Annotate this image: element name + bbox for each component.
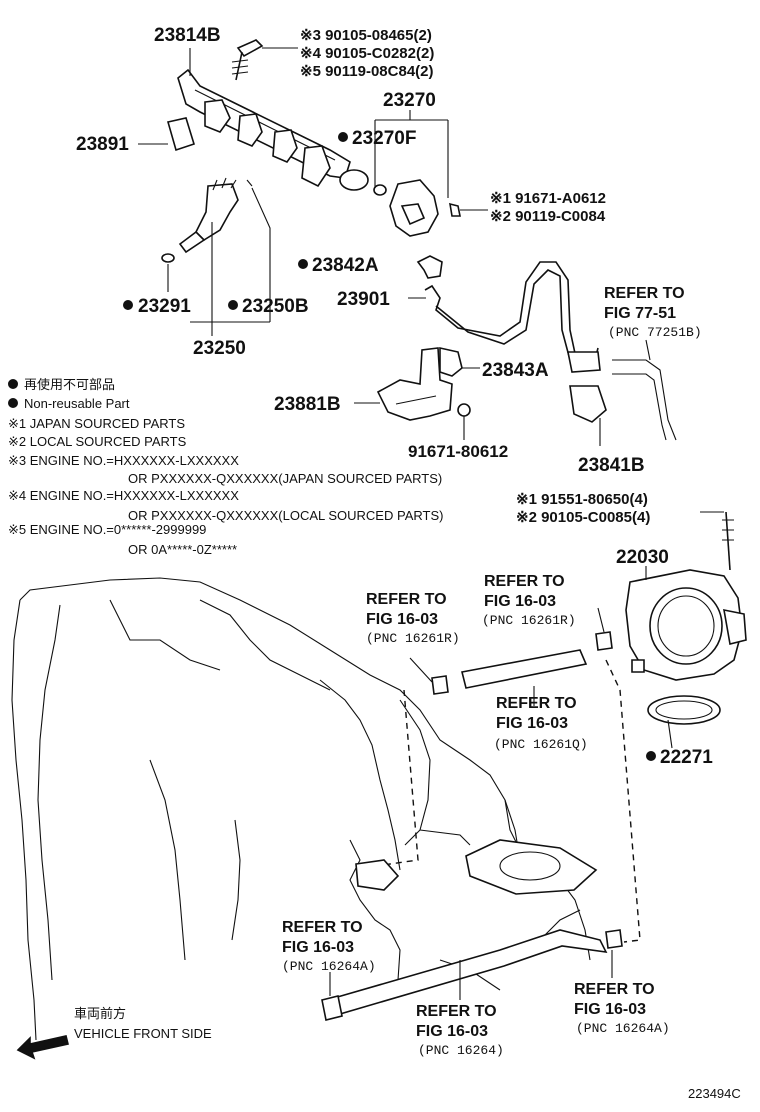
bolt-label-sensor-2: ※2 90119-C0084 <box>490 208 606 225</box>
refer-pnc: (PNC 16264A) <box>576 1021 670 1036</box>
refer-block-16261R-right[interactable]: REFER TO FIG 16-03 (PNC 16261R) <box>482 573 576 628</box>
legend-note-3b: OR PXXXXXX-QXXXXXX(JAPAN SOURCED PARTS) <box>128 471 442 486</box>
refer-line-1: REFER TO <box>574 981 655 998</box>
throttle-body-drawing <box>625 511 747 749</box>
part-label-23270: 23270 <box>383 90 436 111</box>
legend: 再使用不可部品 Non-reusable Part ※1 JAPAN SOURC… <box>8 377 443 557</box>
part-label-91671-80612: 91671-80612 <box>408 442 508 461</box>
injector-drawing <box>161 177 271 336</box>
refer-pnc: (PNC 16264) <box>418 1043 504 1058</box>
refer-line-2: FIG 16-03 <box>366 611 438 628</box>
bolt-label-top-3: ※5 90119-08C84(2) <box>300 63 434 80</box>
refer-line-1: REFER TO <box>484 573 565 590</box>
legend-note-2: ※2 LOCAL SOURCED PARTS <box>8 434 187 449</box>
part-label-23841B: 23841B <box>578 455 645 476</box>
refer-line-1: REFER TO <box>416 1003 497 1020</box>
part-label-23881B: 23881B <box>274 394 341 415</box>
legend-note-1: ※1 JAPAN SOURCED PARTS <box>8 416 185 431</box>
water-hose-drawing <box>321 607 641 1021</box>
legend-dot <box>8 379 18 389</box>
part-label-23891: 23891 <box>76 134 129 155</box>
front-side-jp: 車両前方 <box>74 1006 126 1021</box>
refer-line-1: REFER TO <box>366 591 447 608</box>
part-label-23250: 23250 <box>193 338 246 359</box>
refer-pnc: (PNC 77251B) <box>608 325 702 340</box>
legend-note-5b: OR 0A*****-0Z***** <box>128 542 237 557</box>
refer-block-16261Q[interactable]: REFER TO FIG 16-03 (PNC 16261Q) <box>494 695 588 752</box>
bracket-drawing <box>354 339 677 446</box>
legend-nonreusable-jp: 再使用不可部品 <box>24 377 115 392</box>
refer-line-2: FIG 16-03 <box>574 1001 646 1018</box>
refer-pnc: (PNC 16261Q) <box>494 737 588 752</box>
refer-line-1: REFER TO <box>282 919 363 936</box>
hose-drawing <box>408 255 601 377</box>
bolt-label-top-1: ※3 90105-08465(2) <box>300 27 432 44</box>
refer-pnc: (PNC 16264A) <box>282 959 376 974</box>
figure-id: 223494C <box>688 1086 741 1101</box>
part-label-22030: 22030 <box>616 547 669 568</box>
front-arrow <box>16 1035 69 1060</box>
refer-block-16264A-right[interactable]: REFER TO FIG 16-03 (PNC 16264A) <box>574 981 670 1036</box>
refer-line-2: FIG 16-03 <box>282 939 354 956</box>
fuel-delivery-pipe-drawing <box>166 39 369 191</box>
legend-note-5: ※5 ENGINE NO.=0******-2999999 <box>8 522 206 537</box>
refer-pnc: (PNC 16261R) <box>366 631 460 646</box>
legend-note-4b: OR PXXXXXX-QXXXXXX(LOCAL SOURCED PARTS) <box>128 508 443 523</box>
part-label-23814B: 23814B <box>154 25 221 46</box>
part-label-23901: 23901 <box>337 289 390 310</box>
front-side-en: VEHICLE FRONT SIDE <box>74 1026 212 1041</box>
legend-note-4: ※4 ENGINE NO.=HXXXXXX-LXXXXXX <box>8 488 239 503</box>
nonreusable-dot <box>228 300 238 310</box>
refer-block-16261R-left[interactable]: REFER TO FIG 16-03 (PNC 16261R) <box>366 591 460 646</box>
part-label-23291: 23291 <box>138 296 191 317</box>
legend-dot <box>8 398 18 408</box>
bolt-label-top-2: ※4 90105-C0282(2) <box>300 45 434 62</box>
part-label-23270F: 23270F <box>352 128 416 149</box>
nonreusable-dot <box>338 132 348 142</box>
refer-line-1: REFER TO <box>496 695 577 712</box>
refer-block-16264[interactable]: REFER TO FIG 16-03 (PNC 16264) <box>416 1003 504 1058</box>
nonreusable-dot <box>646 751 656 761</box>
part-label-23843A: 23843A <box>482 360 549 381</box>
nonreusable-dot <box>123 300 133 310</box>
refer-line-1: REFER TO <box>604 285 685 302</box>
bolt-label-throttle-2: ※2 90105-C0085(4) <box>516 509 650 526</box>
bolt-label-sensor-1: ※1 91671-A0612 <box>490 190 606 207</box>
throttle-sensor-drawing <box>373 110 488 237</box>
part-label-23842A: 23842A <box>312 255 379 276</box>
refer-block-77-51[interactable]: REFER TO FIG 77-51 (PNC 77251B) <box>604 285 702 340</box>
refer-line-2: FIG 16-03 <box>484 593 556 610</box>
legend-nonreusable-en: Non-reusable Part <box>24 396 130 411</box>
refer-line-2: FIG 16-03 <box>416 1023 488 1040</box>
part-label-23250B: 23250B <box>242 296 309 317</box>
refer-line-2: FIG 77-51 <box>604 305 676 322</box>
refer-pnc: (PNC 16261R) <box>482 613 576 628</box>
legend-note-3: ※3 ENGINE NO.=HXXXXXX-LXXXXXX <box>8 453 239 468</box>
refer-line-2: FIG 16-03 <box>496 715 568 732</box>
nonreusable-dot <box>298 259 308 269</box>
part-label-22271: 22271 <box>660 747 713 768</box>
bolt-label-throttle-1: ※1 91551-80650(4) <box>516 491 648 508</box>
refer-block-16264A-left[interactable]: REFER TO FIG 16-03 (PNC 16264A) <box>282 919 376 974</box>
